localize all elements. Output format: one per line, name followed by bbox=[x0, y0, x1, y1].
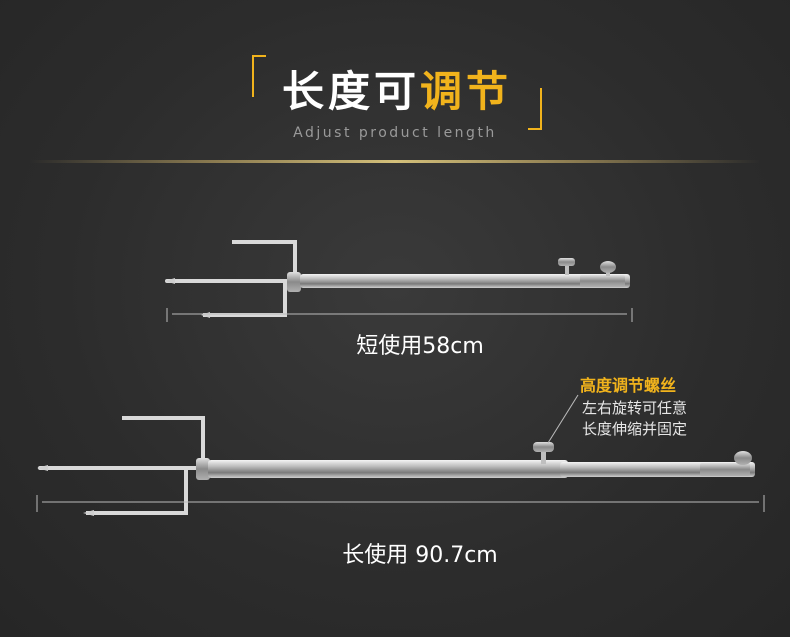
title-white-part: 长度可 bbox=[281, 67, 420, 116]
gold-divider bbox=[30, 160, 760, 163]
annotation-title: 高度调节螺丝 bbox=[580, 376, 677, 395]
annotation-line-2: 长度伸缩并固定 bbox=[582, 420, 688, 438]
page-title: 长度可调节 bbox=[262, 66, 532, 118]
annotation-line-1: 左右旋转可任意 bbox=[582, 399, 688, 417]
short-length-label: 短使用58cm bbox=[356, 334, 484, 359]
bracket-bottom-right bbox=[528, 88, 542, 130]
short-fork bbox=[165, 240, 633, 322]
bracket-top-left bbox=[252, 55, 266, 97]
long-fork bbox=[36, 394, 765, 516]
page-subtitle: Adjust product length bbox=[293, 125, 497, 141]
long-length-label: 长使用 90.7cm bbox=[342, 543, 498, 568]
title-yellow-part: 调节 bbox=[420, 67, 513, 116]
header: 长度可调节 Adjust product length bbox=[0, 0, 790, 175]
